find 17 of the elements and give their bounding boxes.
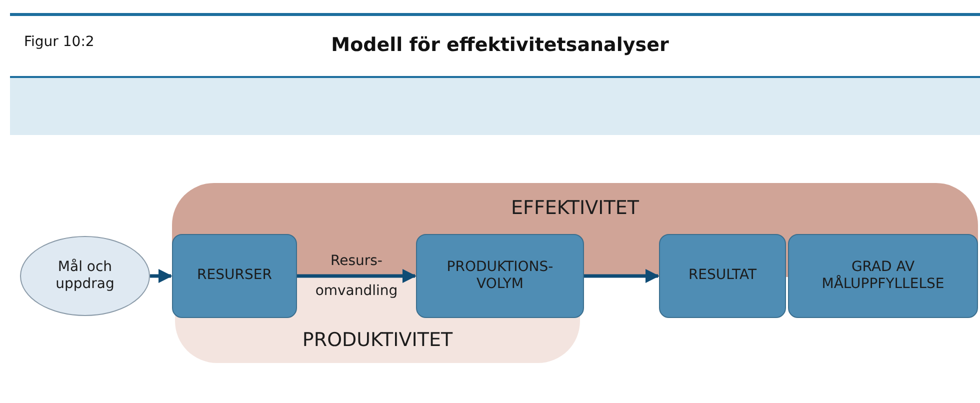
diagram-title: Modell för effektivitetsanalyser <box>330 34 670 56</box>
arrow <box>584 269 660 283</box>
figure-number: Figur 10:2 <box>24 34 94 50</box>
process-box <box>659 234 786 318</box>
node-label: RESURSER <box>196 267 273 285</box>
edge-label: Resurs- omvandling <box>314 252 399 301</box>
node-label: RESULTAT <box>687 267 758 285</box>
band-label: EFFEKTIVITET <box>511 197 639 221</box>
node-label: GRAD AV MÅLUPPFYLLELSE <box>820 258 946 294</box>
arrow <box>150 269 172 283</box>
node-label: PRODUKTIONS- VOLYM <box>446 258 554 294</box>
process-box <box>788 234 978 318</box>
process-box <box>416 234 584 318</box>
process-box <box>172 234 297 318</box>
node-label: Mål och uppdrag <box>54 258 116 294</box>
band-label: PRODUKTIVITET <box>302 329 453 353</box>
arrow <box>297 269 416 283</box>
